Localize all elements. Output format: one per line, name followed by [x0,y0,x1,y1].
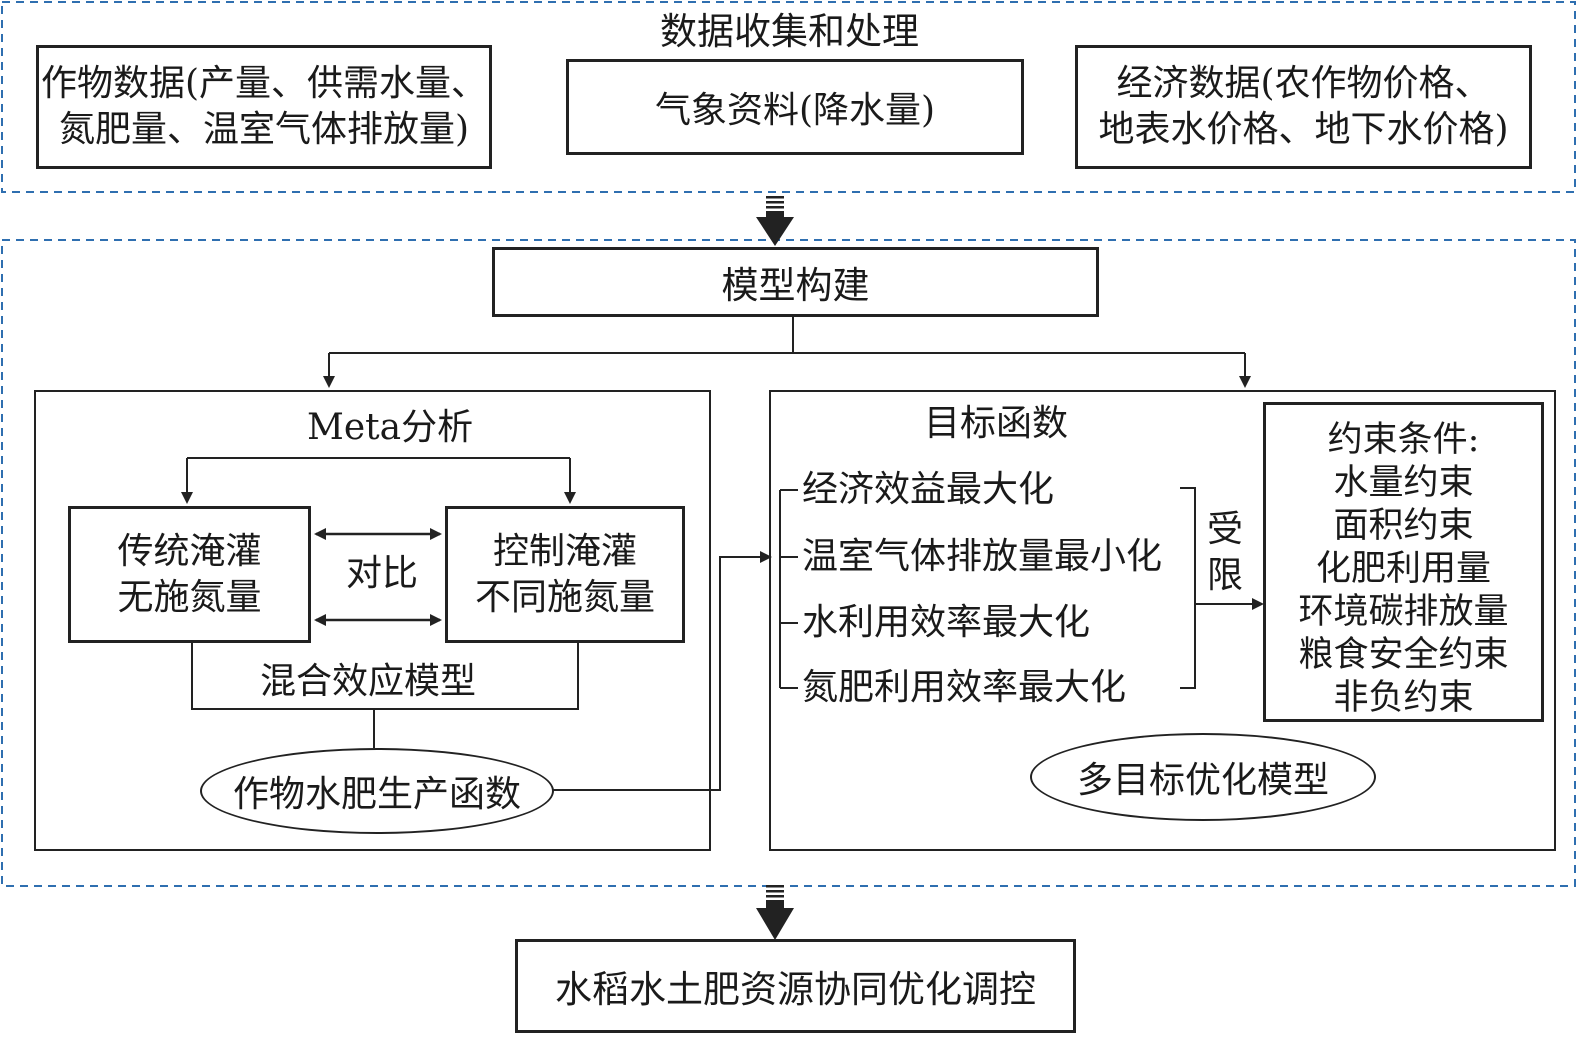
objective-right-bracket [1180,487,1264,689]
constraint-item: 水量约束 [1333,463,1474,503]
traditional-line-1: 传统淹灌 [117,530,262,572]
crop-data-line-1: 作物数据(产量、供需水量、 [40,63,488,104]
controlled-line-2: 不同施氮量 [474,576,655,618]
controlled-line-1: 控制淹灌 [492,530,637,572]
data-section-title: 数据收集和处理 [660,10,919,53]
traditional-line-2: 无施氮量 [117,576,262,618]
economic-data-box: 经济数据(农作物价格、 地表水价格、地下水价格) [1075,45,1532,169]
constraint-item: 面积约束 [1333,506,1474,546]
crop-data-line-2: 氮肥量、温室气体排放量) [58,109,470,150]
production-function-ellipse: 作物水肥生产函数 [200,748,554,834]
production-function-label: 作物水肥生产函数 [232,774,521,815]
traditional-irrigation-box: 传统淹灌 无施氮量 [68,506,311,643]
constraint-item: 化肥利用量 [1315,549,1491,589]
data-section-border [1,1,1576,193]
model-build-box: 模型构建 [492,247,1099,317]
economic-data-line-2: 地表水价格、地下水价格) [1098,109,1509,150]
limited-by-label-1: 受 [1207,509,1244,550]
mixed-effect-model-label: 混合效应模型 [260,661,477,702]
constraints-title: 约束条件: [1327,420,1480,460]
result-box: 水稻水土肥资源协同优化调控 [515,939,1076,1033]
multi-objective-model-ellipse: 多目标优化模型 [1030,733,1376,821]
thick-arrow-down-1 [756,196,794,246]
constraint-item: 非负约束 [1333,678,1474,718]
objective-item: 水利用效率最大化 [802,602,1091,643]
model-build-label: 模型构建 [721,264,870,307]
crop-data-box: 作物数据(产量、供需水量、 氮肥量、温室气体排放量) [36,45,492,169]
weather-data-label: 气象资料(降水量) [654,90,936,131]
limited-by-label-2: 限 [1207,555,1244,596]
model-section-border [1,239,1576,887]
objective-item: 经济效益最大化 [802,469,1055,510]
controlled-irrigation-box: 控制淹灌 不同施氮量 [445,506,685,643]
constraint-item: 环境碳排放量 [1298,592,1509,632]
constraint-item: 粮食安全约束 [1298,635,1509,675]
weather-data-box: 气象资料(降水量) [566,59,1024,155]
objective-function-title: 目标函数 [924,403,1069,444]
compare-arrows [314,528,442,626]
result-label: 水稻水土肥资源协同优化调控 [555,968,1036,1011]
production-to-objective-connector [552,551,772,791]
meta-analysis-title: Meta分析 [307,407,474,448]
model-split-connector [323,317,1251,388]
objective-item: 温室气体排放量最小化 [802,536,1163,577]
thick-arrow-down-2 [756,885,794,940]
multi-objective-model-label: 多目标优化模型 [1076,760,1329,801]
economic-data-line-1: 经济数据(农作物价格、 [1116,63,1491,104]
objective-left-bracket [779,489,798,689]
mixed-model-frame [191,642,579,748]
meta-panel [34,390,711,851]
constraints-box: 约束条件: 水量约束 面积约束 化肥利用量 环境碳排放量 粮食安全约束 非负约束 [1263,402,1544,722]
meta-bracket-connector [181,457,576,504]
objective-item: 氮肥利用效率最大化 [802,667,1127,708]
objective-panel [769,390,1556,851]
compare-label: 对比 [346,553,419,594]
